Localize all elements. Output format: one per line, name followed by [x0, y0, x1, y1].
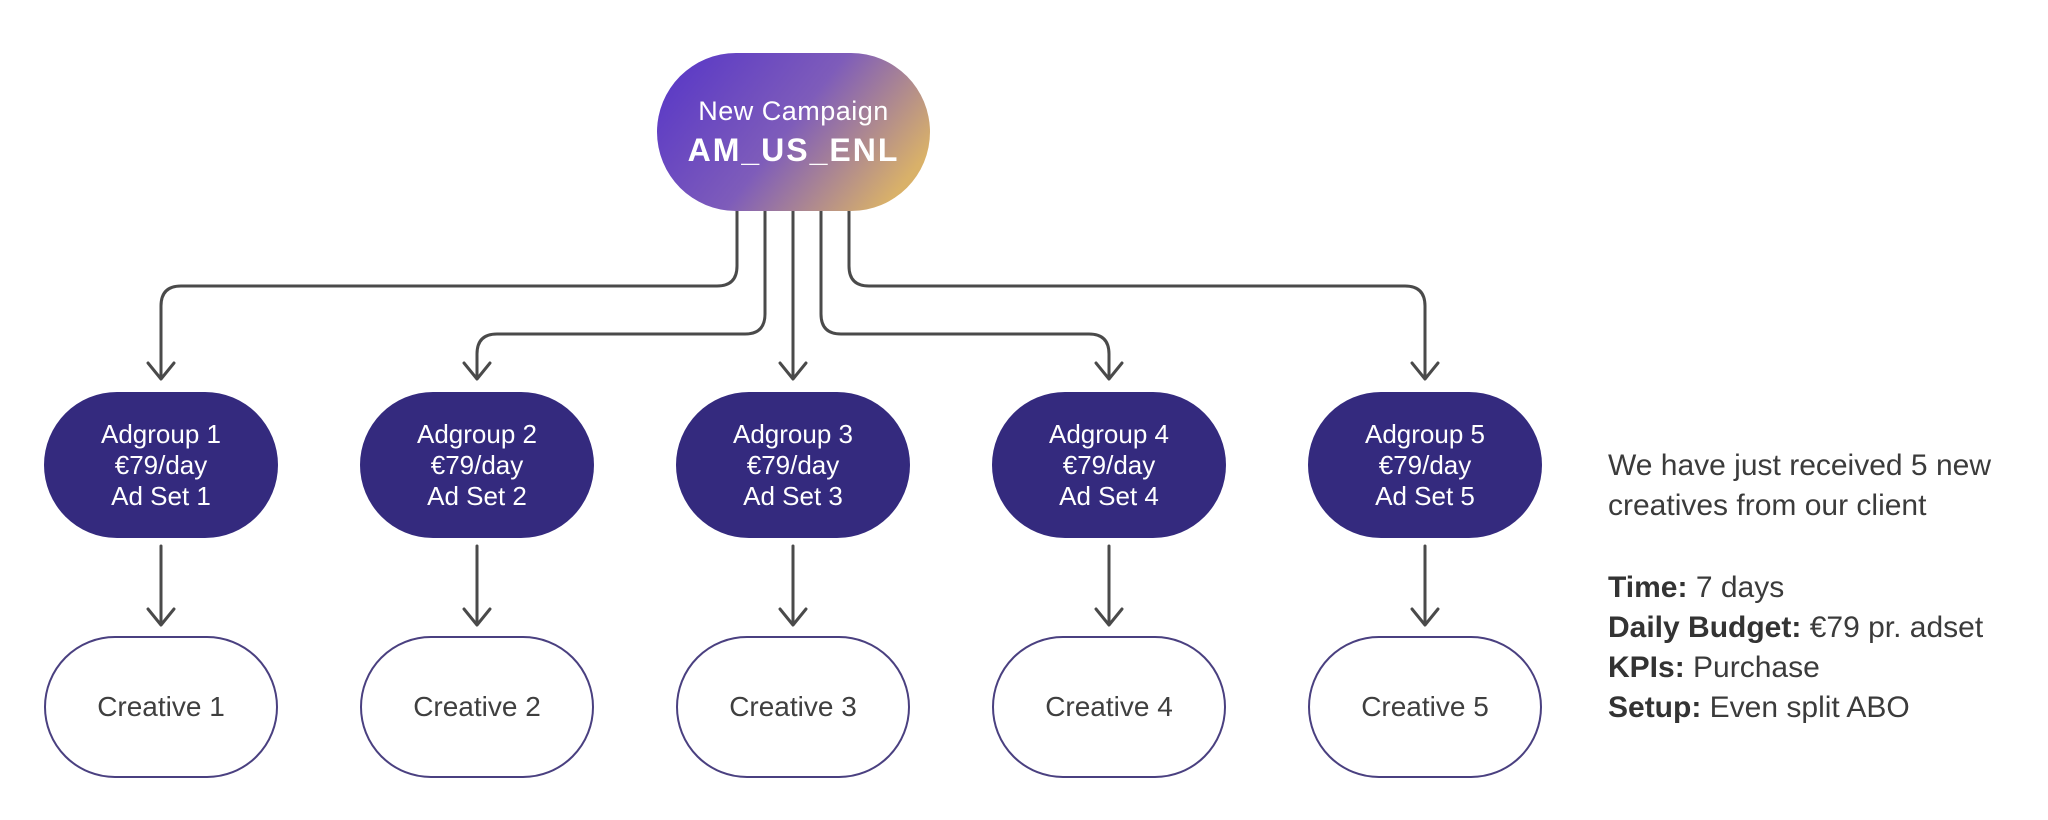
creative-label: Creative 3: [729, 691, 857, 722]
adgroup-node-3: Adgroup 3 €79/day Ad Set 3: [676, 392, 910, 538]
arrow-campaign-to-adgroup-2: [475, 209, 767, 380]
creative-label: Creative 1: [97, 691, 225, 722]
adgroup-budget: €79/day: [746, 449, 840, 480]
brief-detail-value: €79 pr. adset: [1809, 611, 1984, 644]
creative-label: Creative 2: [413, 691, 541, 722]
arrow-campaign-to-adgroup-4: [819, 209, 1111, 380]
adgroup-budget: €79/day: [1378, 449, 1472, 480]
creative-node-4: Creative 4: [992, 636, 1226, 778]
brief-detail-daily-budget: Daily Budget: €79 pr. adset: [1608, 608, 2020, 648]
creative-node-5: Creative 5: [1308, 636, 1542, 778]
arrowhead-adgroup-4: [1094, 361, 1124, 381]
brief-detail-setup: Setup: Even split ABO: [1608, 688, 2020, 728]
adgroup-name: Adgroup 4: [1049, 418, 1169, 449]
brief-note: We have just received 5 new creatives fr…: [1608, 446, 2020, 728]
brief-paragraph: We have just received 5 new creatives fr…: [1608, 449, 1991, 522]
adgroup-node-1: Adgroup 1 €79/day Ad Set 1: [44, 392, 278, 538]
creative-label: Creative 5: [1361, 691, 1489, 722]
arrow-campaign-to-adgroup-5: [847, 209, 1427, 380]
adgroup-adset: Ad Set 2: [427, 480, 527, 511]
arrowhead-adgroup-5: [1410, 361, 1440, 381]
adgroup-adset: Ad Set 1: [111, 480, 211, 511]
brief-detail-kpis: KPIs: Purchase: [1608, 648, 2020, 688]
adgroup-node-4: Adgroup 4 €79/day Ad Set 4: [992, 392, 1226, 538]
adgroup-budget: €79/day: [114, 449, 208, 480]
arrowhead-creative-3: [778, 607, 808, 627]
adgroup-node-5: Adgroup 5 €79/day Ad Set 5: [1308, 392, 1542, 538]
brief-detail-time: Time: 7 days: [1608, 568, 2020, 608]
adgroup-name: Adgroup 5: [1365, 418, 1485, 449]
arrowhead-adgroup-1: [146, 361, 176, 381]
brief-detail-value: 7 days: [1695, 571, 1785, 604]
adgroup-node-2: Adgroup 2 €79/day Ad Set 2: [360, 392, 594, 538]
campaign-subtitle: New Campaign: [698, 95, 889, 126]
adgroup-adset: Ad Set 4: [1059, 480, 1159, 511]
brief-detail-value: Even split ABO: [1709, 691, 1910, 724]
adgroup-adset: Ad Set 5: [1375, 480, 1475, 511]
arrowhead-creative-4: [1094, 607, 1124, 627]
arrowhead-creative-5: [1410, 607, 1440, 627]
adgroup-name: Adgroup 3: [733, 418, 853, 449]
arrowhead-adgroup-2: [462, 361, 492, 381]
adgroup-budget: €79/day: [1062, 449, 1156, 480]
arrowhead-creative-1: [146, 607, 176, 627]
creative-node-3: Creative 3: [676, 636, 910, 778]
arrow-campaign-to-adgroup-1: [159, 209, 739, 380]
creative-node-2: Creative 2: [360, 636, 594, 778]
adgroup-name: Adgroup 2: [417, 418, 537, 449]
campaign-title: AM_US_ENL: [687, 131, 900, 168]
brief-detail-value: Purchase: [1693, 651, 1820, 684]
creative-node-1: Creative 1: [44, 636, 278, 778]
adgroup-budget: €79/day: [430, 449, 524, 480]
brief-detail-label: KPIs:: [1608, 651, 1685, 684]
arrowhead-adgroup-3: [778, 361, 808, 381]
brief-detail-label: Daily Budget:: [1608, 611, 1802, 644]
brief-detail-label: Setup:: [1608, 691, 1702, 724]
arrowhead-creative-2: [462, 607, 492, 627]
adgroup-name: Adgroup 1: [101, 418, 221, 449]
brief-detail-label: Time:: [1608, 571, 1688, 604]
creative-label: Creative 4: [1045, 691, 1173, 722]
adgroup-adset: Ad Set 3: [743, 480, 843, 511]
campaign-node: New Campaign AM_US_ENL: [657, 53, 930, 211]
